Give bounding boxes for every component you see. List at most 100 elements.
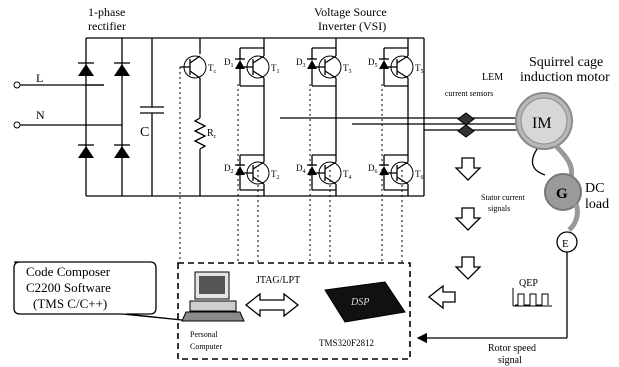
transistor-label: T	[343, 63, 349, 73]
control-unit-box	[177, 262, 411, 360]
pc-label-1: Personal	[190, 330, 218, 339]
terminal-L	[13, 81, 21, 89]
jtag-label: JTAG/LPT	[256, 275, 300, 286]
code-composer-callout: Code Composer C2200 Software (TMS C/C++)	[13, 261, 183, 321]
label-L: L	[36, 71, 43, 85]
gate-signals	[237, 84, 403, 262]
encoder: E Rotor speed signal	[416, 231, 578, 366]
down-arrow-icon	[454, 207, 482, 231]
brake-transistor-label: T	[208, 63, 214, 73]
svg-text:D3: D3	[296, 57, 306, 69]
rectifier-label-2: rectifier	[88, 19, 126, 33]
rotor-label-2: signal	[498, 355, 522, 366]
rotor-label-1: Rotor speed	[488, 343, 536, 354]
dc-label-2: load	[585, 197, 609, 212]
motor-label-2: induction motor	[520, 70, 610, 85]
svg-text:Rc: Rc	[207, 128, 217, 140]
lem-label-1: LEM	[482, 72, 503, 83]
current-sensor-icon	[457, 124, 475, 138]
brake-chopper: Tc Rc	[179, 38, 217, 262]
svg-text:D6: D6	[368, 163, 378, 175]
transistor-label: T	[271, 63, 277, 73]
dc-link-capacitor: C	[140, 38, 164, 196]
dsp-part-label: TMS320F2812	[319, 338, 374, 348]
dc-generator: G DC load	[544, 173, 609, 232]
personal-computer: Personal Computer	[181, 271, 245, 351]
svg-text:D5: D5	[368, 57, 378, 69]
transistor-label: T	[415, 63, 421, 73]
chip-icon	[324, 281, 406, 323]
left-arrow-icon	[427, 284, 456, 310]
stator-label-2: signals	[488, 204, 510, 213]
transistor-label: T	[271, 169, 277, 179]
diode-label-sub: 6	[375, 169, 378, 175]
diode-label-sub: 4	[303, 169, 306, 175]
diode-label: D	[368, 163, 375, 173]
ccs-label-1: Code Composer	[26, 264, 111, 279]
transistor-label-sub: 2	[277, 175, 280, 181]
svg-text:T4: T4	[343, 169, 352, 181]
diode-icon	[78, 64, 94, 76]
svg-text:D4: D4	[296, 163, 306, 175]
diode-label-sub: 5	[375, 63, 378, 69]
rectifier: 1-phase rectifier	[78, 5, 130, 196]
current-sensor-icon	[457, 112, 475, 126]
resistor-icon	[193, 117, 207, 150]
transistor-label-sub: 4	[349, 175, 352, 181]
stator-current-arrows: Stator current signals	[454, 157, 526, 280]
diode-icon	[114, 64, 130, 76]
motor-symbol: IM	[532, 115, 552, 132]
vsi-label-1: Voltage Source	[314, 5, 387, 19]
capacitor-label: C	[140, 125, 149, 140]
dc-label-1: DC	[585, 181, 604, 196]
diode-label: D	[368, 57, 375, 67]
ccs-label-3: (TMS C/C++)	[33, 296, 107, 311]
svg-text:T2: T2	[271, 169, 280, 181]
brake-resistor-sub: c	[214, 134, 217, 140]
qep: QEP	[512, 278, 552, 307]
generator-icon	[544, 173, 582, 211]
encoder-symbol: E	[562, 238, 569, 250]
dsp-chip-label: DSP	[350, 297, 369, 308]
brake-transistor-sub: c	[214, 69, 217, 75]
down-arrow-icon	[454, 157, 482, 181]
diode-label: D	[296, 57, 303, 67]
ac-input: L N	[13, 71, 122, 129]
stator-label-1: Stator current	[481, 193, 526, 202]
transistor-label-sub: 1	[277, 69, 280, 75]
induction-motor: Squirrel cage induction motor IM	[515, 55, 610, 150]
svg-text:D2: D2	[224, 163, 234, 175]
lem-sensors: LEM current sensors	[445, 72, 503, 138]
vsi-label-2: Inverter (VSI)	[318, 19, 386, 33]
jtag-link: JTAG/LPT	[244, 275, 300, 318]
dsp-chip: DSP TMS320F2812	[319, 281, 406, 348]
svg-text:D1: D1	[224, 57, 234, 69]
brake-resistor-label: R	[207, 128, 214, 139]
lem-label-2: current sensors	[445, 89, 493, 98]
diode-label-sub: 3	[303, 63, 306, 69]
diode-label: D	[224, 163, 231, 173]
label-N: N	[36, 108, 45, 122]
generator-symbol: G	[556, 186, 568, 202]
transistor-label: T	[415, 169, 421, 179]
coupling	[531, 148, 546, 176]
diode-icon	[78, 146, 94, 158]
qep-label: QEP	[519, 278, 538, 289]
double-arrow-icon	[244, 292, 300, 318]
diode-label: D	[224, 57, 231, 67]
transistor-label-sub: 3	[349, 69, 352, 75]
motor-label-1: Squirrel cage	[529, 55, 603, 70]
pulse-train-icon	[515, 293, 549, 306]
down-arrow-icon	[454, 256, 482, 280]
svg-text:Tc: Tc	[208, 63, 217, 75]
svg-text:T5: T5	[415, 63, 424, 75]
ccs-label-2: C2200 Software	[26, 280, 111, 295]
diode-label: D	[296, 163, 303, 173]
